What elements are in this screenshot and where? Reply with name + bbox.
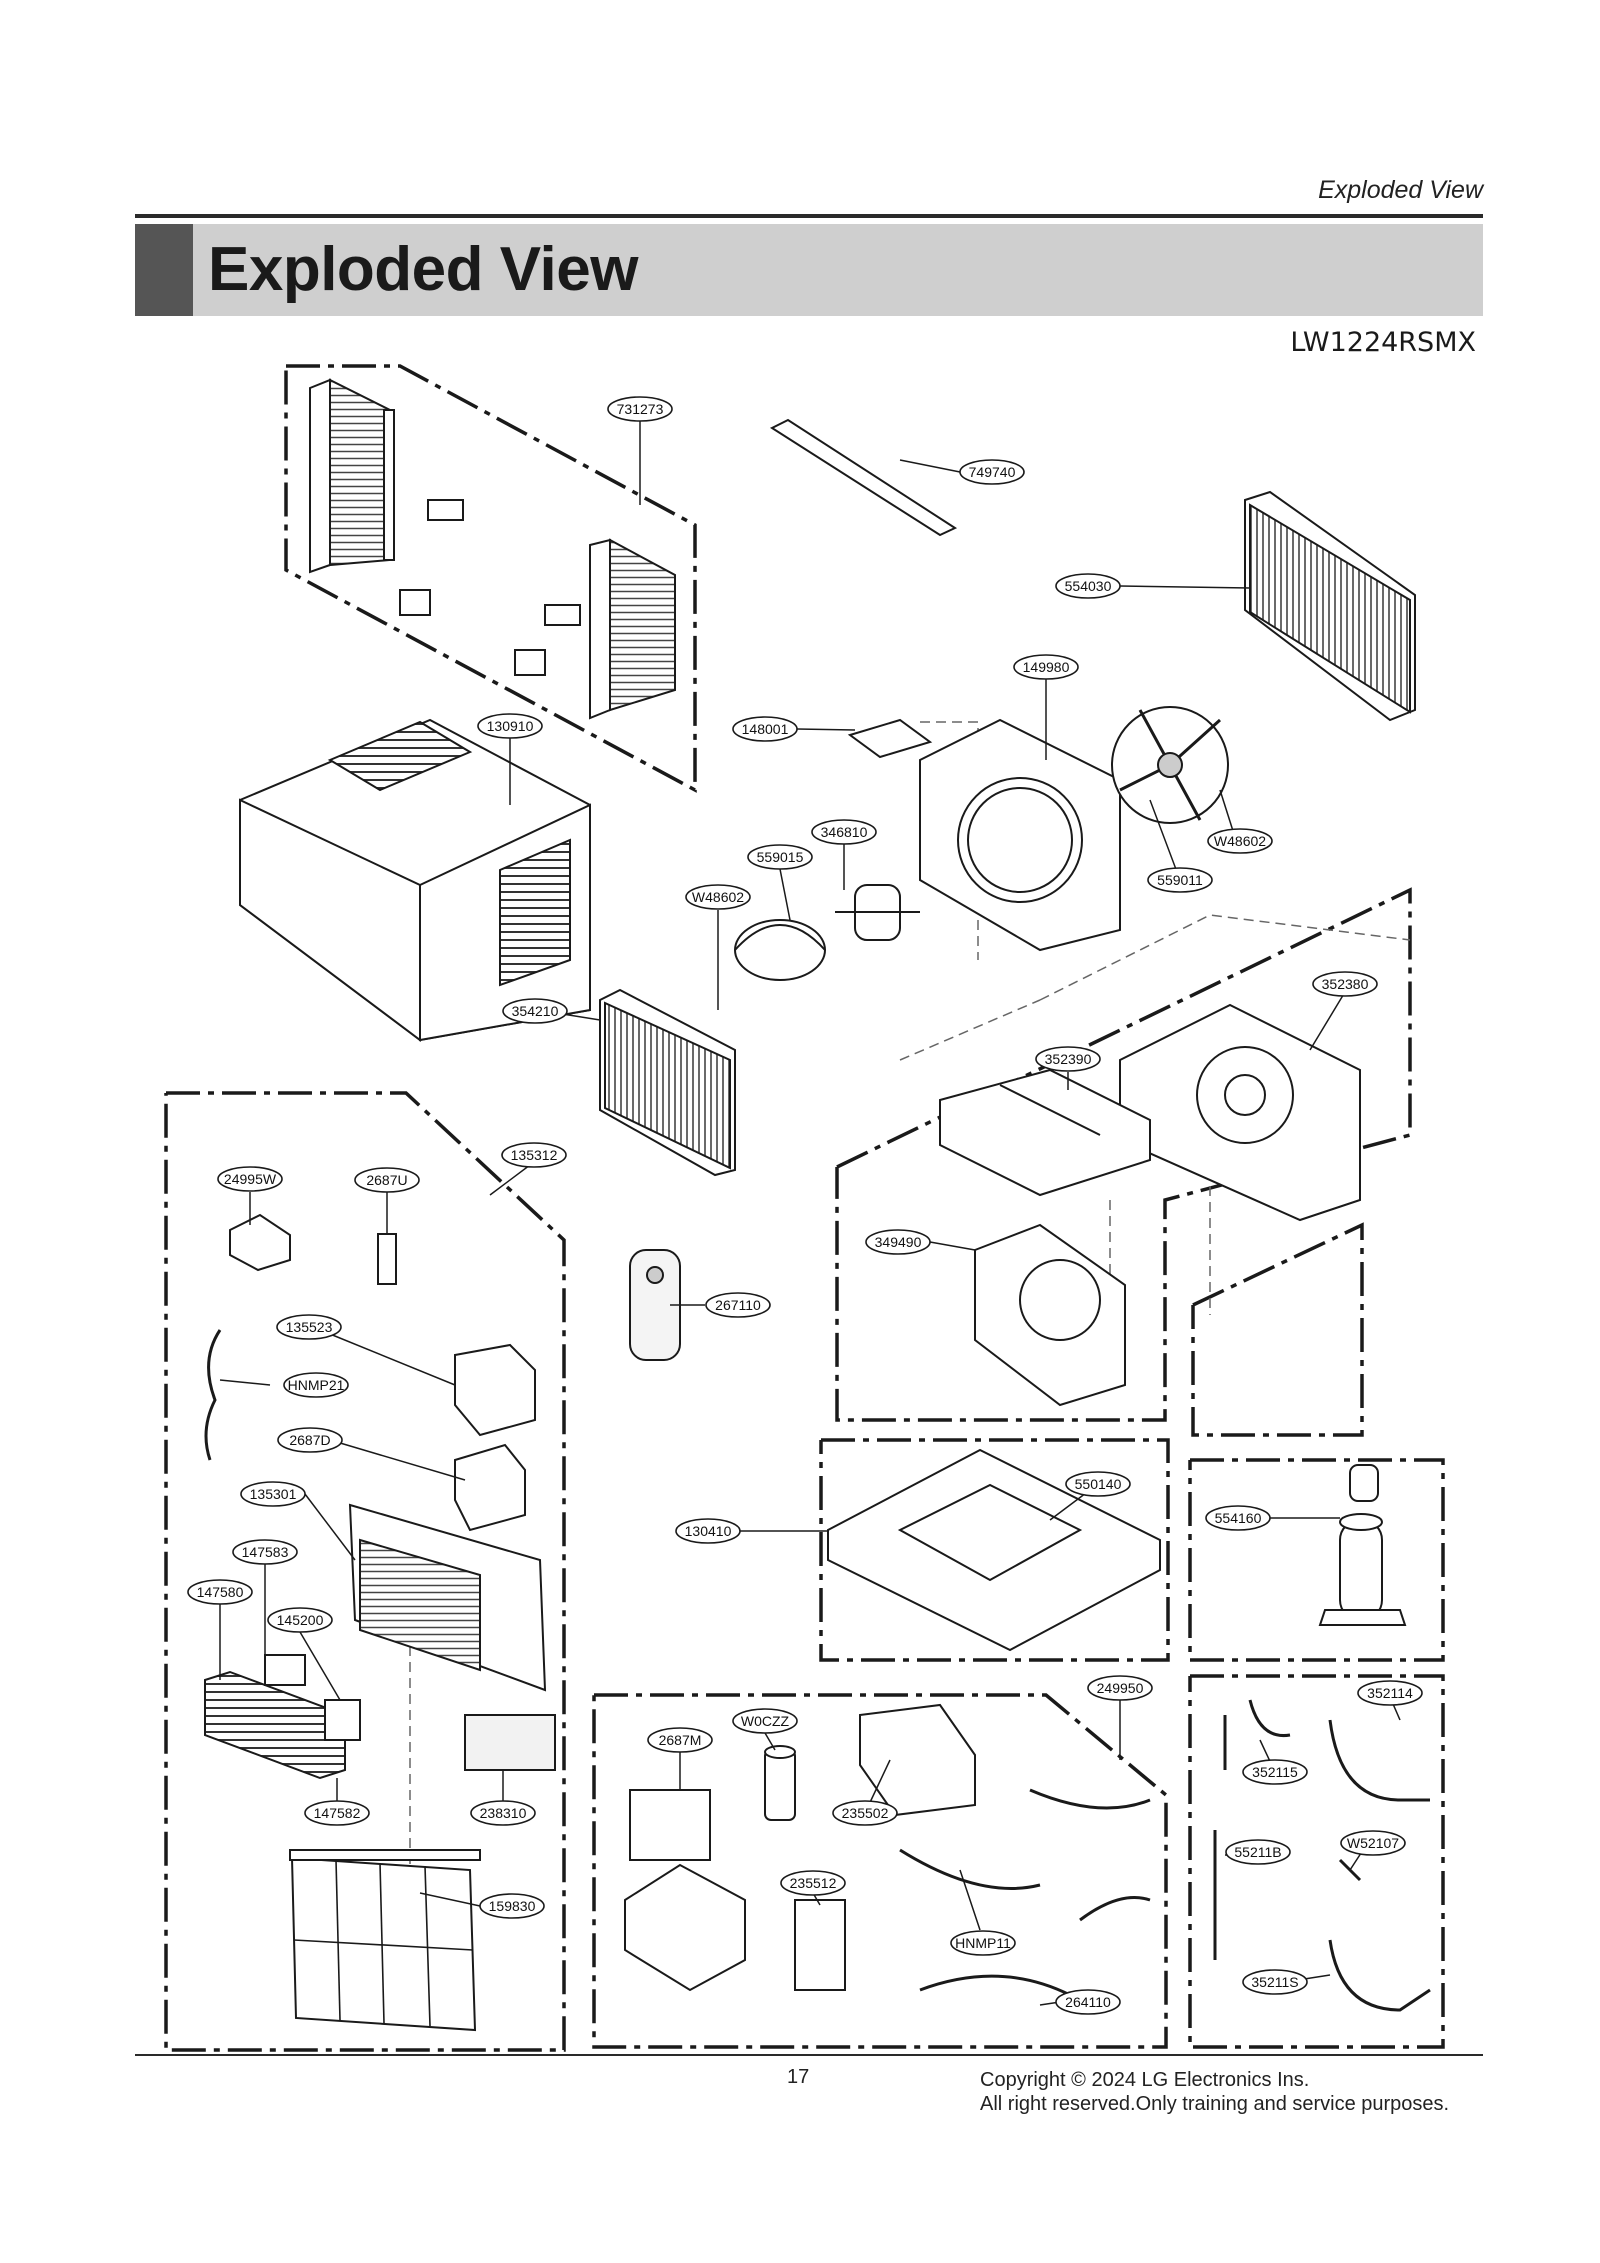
callout-label: 2687D [289, 1432, 330, 1448]
callout-label: 267110 [715, 1297, 761, 1313]
callout-label: 238310 [480, 1805, 527, 1821]
callout-label: 352114 [1367, 1685, 1413, 1701]
callout-label: 354210 [512, 1003, 559, 1019]
model-number: LW1224RSMX [1290, 327, 1476, 358]
page-title: Exploded View [208, 235, 638, 304]
callout-label: W48602 [692, 889, 744, 905]
callout-label: 352390 [1045, 1051, 1092, 1067]
callout-label: 35211S [1251, 1974, 1298, 1990]
callout-label: 148001 [742, 721, 789, 737]
callout-label: 24995W [224, 1171, 277, 1187]
callout-label: 135301 [250, 1486, 297, 1502]
callout-label: 352380 [1322, 976, 1369, 992]
callout-label: 149980 [1023, 659, 1070, 675]
callout-label: 159830 [489, 1898, 536, 1914]
callout-label: 235512 [790, 1875, 837, 1891]
callout-label: 249950 [1097, 1680, 1144, 1696]
callout-label: 235502 [842, 1805, 889, 1821]
callout-label: 352115 [1252, 1764, 1298, 1780]
callout-label: 135523 [286, 1319, 333, 1335]
group-outlines [164, 364, 1445, 2052]
callout-label: 559011 [1157, 872, 1203, 888]
callout-label: 147582 [314, 1805, 361, 1821]
title-accent [135, 224, 193, 316]
footer-rule [135, 2054, 1483, 2056]
copyright-line-1: Copyright © 2024 LG Electronics Ins. [980, 2069, 1310, 2091]
callout-label: 264110 [1065, 1994, 1111, 2010]
callout-label: 145200 [277, 1612, 324, 1628]
page-number: 17 [787, 2066, 810, 2088]
callout-label: 147583 [242, 1544, 289, 1560]
title-bar: Exploded View [135, 224, 1483, 316]
callout-label: W48602 [1214, 833, 1266, 849]
section-header: Exploded View [1318, 176, 1483, 204]
callout-label: 55211B [1234, 1844, 1281, 1860]
callout-label: 559015 [757, 849, 804, 865]
header-rule [135, 214, 1483, 218]
callout-label: 130910 [487, 718, 534, 734]
copyright: Copyright © 2024 LG Electronics Ins. All… [980, 2068, 1449, 2116]
copyright-line-2: All right reserved.Only training and ser… [980, 2093, 1450, 2115]
callout-label: 135312 [511, 1147, 558, 1163]
callout-label: 550140 [1075, 1476, 1122, 1492]
callout-label: W0CZZ [741, 1713, 790, 1729]
callout-label: 749740 [969, 464, 1016, 480]
callout-label: 346810 [821, 824, 868, 840]
callout-label: 554030 [1065, 578, 1112, 594]
callout-label: 349490 [875, 1234, 922, 1250]
callout-label: 2687M [659, 1732, 702, 1748]
callout-label: 147580 [197, 1584, 244, 1600]
callout-label: 130410 [685, 1523, 732, 1539]
callout-label: W52107 [1347, 1835, 1399, 1851]
callout-label: HNMP11 [955, 1935, 1011, 1951]
callout-label: HNMP21 [288, 1377, 345, 1393]
callout-label: 554160 [1215, 1510, 1262, 1526]
callout-label: 731273 [617, 401, 664, 417]
callout-label: 2687U [366, 1172, 407, 1188]
